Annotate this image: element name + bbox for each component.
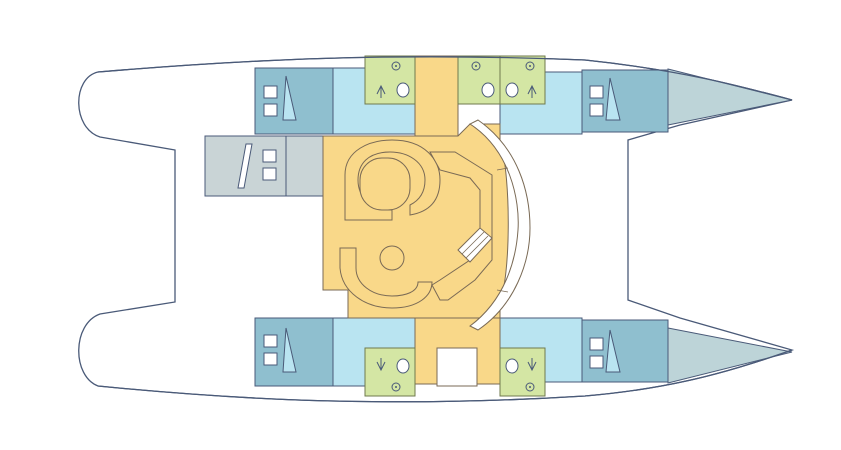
berth-top-left	[263, 75, 297, 121]
head-top-right-1	[457, 55, 501, 105]
cabin-top-left	[254, 67, 334, 135]
cockpit-locker	[204, 135, 324, 197]
cabin-top-right	[581, 69, 669, 133]
cabin-bottom-right	[581, 319, 669, 383]
berth-bottom-right	[589, 329, 621, 373]
cabin-bottom-left	[254, 317, 334, 387]
head-top-right-2	[499, 55, 546, 105]
head-bottom-right	[499, 347, 546, 397]
berth-top-right	[589, 77, 621, 121]
saloon	[322, 55, 531, 387]
head-bottom-left	[364, 347, 416, 397]
bow-top	[667, 68, 793, 126]
gunwale-bottom	[97, 349, 793, 403]
berth-bottom-left	[263, 327, 297, 373]
gunwale-top	[97, 56, 793, 101]
head-top-left	[364, 55, 416, 105]
